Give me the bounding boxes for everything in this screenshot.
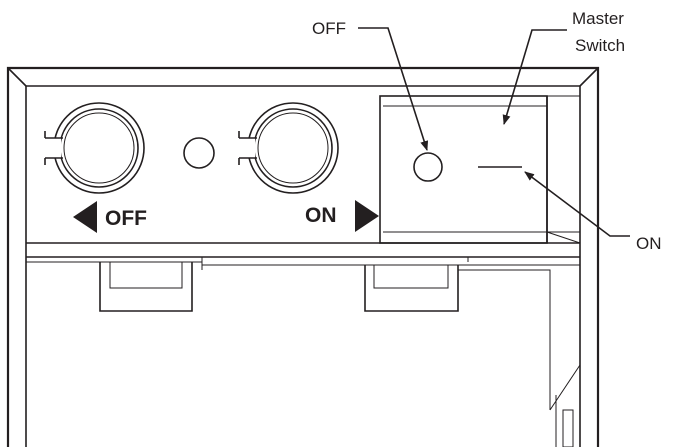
on-panel-label: ON	[305, 204, 337, 227]
callout-master-label-2: Switch	[575, 36, 625, 55]
off-panel-label: OFF	[105, 207, 147, 230]
panel-bands	[26, 242, 580, 270]
on-triangle-icon	[355, 200, 379, 232]
off-push-button[interactable]	[43, 102, 145, 194]
off-triangle-icon	[73, 201, 97, 233]
callout-on-arrow	[524, 171, 630, 237]
lower-enclosure	[99, 262, 581, 447]
callout-off-label: OFF	[312, 19, 346, 38]
indicator-light	[183, 137, 215, 169]
master-switch-box[interactable]	[379, 95, 581, 244]
on-push-button[interactable]	[237, 102, 339, 194]
callout-on-label: ON	[636, 234, 662, 253]
callout-master-label-1: Master	[572, 9, 624, 28]
callout-master-arrow	[502, 29, 567, 125]
master-switch-off-indicator	[413, 152, 443, 182]
housing-frame	[6, 66, 600, 447]
callout-off-arrow	[358, 27, 429, 151]
